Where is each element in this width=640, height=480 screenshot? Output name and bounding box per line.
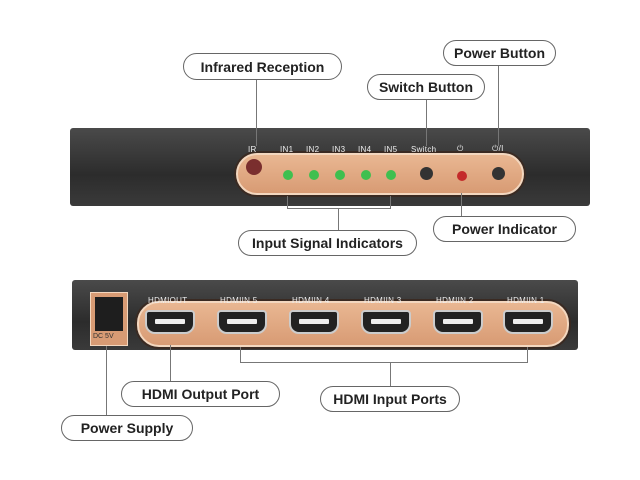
label-power-indicator: ⏻ xyxy=(457,144,464,153)
callout-power-supply: Power Supply xyxy=(61,415,193,441)
callout-switch-button: Switch Button xyxy=(367,74,485,100)
front-control-panel xyxy=(236,153,524,195)
label-hdmi-out: HDMIOUT xyxy=(148,296,188,305)
leader-power-button xyxy=(498,66,499,146)
callout-infrared-reception: Infrared Reception xyxy=(183,53,342,80)
label-switch: Switch xyxy=(411,145,437,154)
label-hdmi-in3: HDMIIN 3 xyxy=(364,296,402,305)
label-in1: IN1 xyxy=(280,145,294,154)
callout-hdmi-input-ports: HDMI Input Ports xyxy=(320,386,460,412)
callout-power-button: Power Button xyxy=(443,40,556,66)
led-in2 xyxy=(309,170,319,180)
label-hdmi-in4: HDMIIN 4 xyxy=(292,296,330,305)
leader-power-indicator xyxy=(461,193,462,216)
hdmi-out-port xyxy=(145,310,195,334)
label-hdmi-in1: HDMIIN 1 xyxy=(507,296,545,305)
label-in5: IN5 xyxy=(384,145,398,154)
hdmi-in1-port xyxy=(503,310,553,334)
switch-button[interactable] xyxy=(420,167,433,180)
leader-switch xyxy=(426,100,427,146)
hdmi-in2-port xyxy=(433,310,483,334)
bracket-hdmi-in xyxy=(240,362,528,363)
led-in3 xyxy=(335,170,345,180)
power-button[interactable] xyxy=(492,167,505,180)
label-power-button: ⏻/I xyxy=(492,144,504,153)
ir-receiver xyxy=(246,159,262,175)
label-ir: IR xyxy=(248,145,257,154)
bracket-inputs xyxy=(287,208,391,209)
led-in5 xyxy=(386,170,396,180)
callout-hdmi-output-port: HDMI Output Port xyxy=(121,381,280,407)
label-in4: IN4 xyxy=(358,145,372,154)
dc-label: DC 5V xyxy=(93,333,114,340)
label-in2: IN2 xyxy=(306,145,320,154)
hdmi-in5-port xyxy=(217,310,267,334)
hdmi-in3-port xyxy=(361,310,411,334)
callout-power-indicator: Power Indicator xyxy=(433,216,576,242)
label-in3: IN3 xyxy=(332,145,346,154)
label-hdmi-in2: HDMIIN 2 xyxy=(436,296,474,305)
leader-hdmi-out xyxy=(170,345,171,381)
leader-infrared xyxy=(256,80,257,146)
leader-power-supply xyxy=(106,346,107,415)
led-in1 xyxy=(283,170,293,180)
callout-input-signal-indicators: Input Signal Indicators xyxy=(238,230,417,256)
power-indicator-led xyxy=(457,171,467,181)
hdmi-in4-port xyxy=(289,310,339,334)
dc-jack: DC 5V xyxy=(90,292,128,346)
led-in4 xyxy=(361,170,371,180)
label-hdmi-in5: HDMIIN 5 xyxy=(220,296,258,305)
rear-port-panel xyxy=(137,301,569,347)
